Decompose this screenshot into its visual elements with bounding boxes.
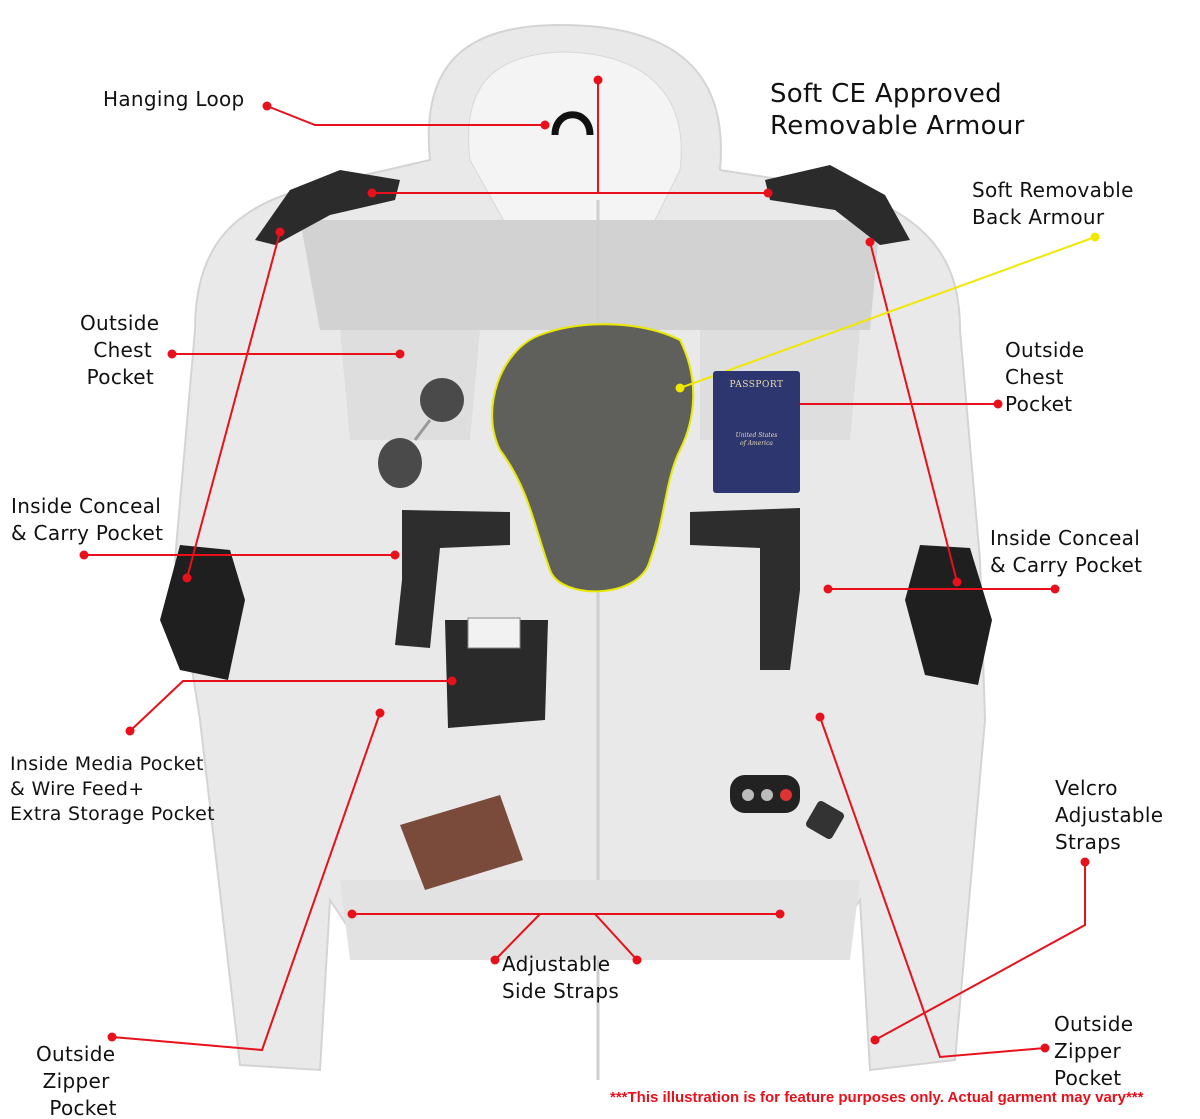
back-armour — [491, 323, 695, 593]
passport-subtitle: United States of America — [735, 432, 778, 447]
disclaimer: ***This illustration is for feature purp… — [610, 1089, 1144, 1106]
shoulder-armour-left — [255, 170, 400, 245]
car-key-icon — [730, 775, 845, 840]
label-outside-zipper-left: Outside Zipper Pocket — [36, 1042, 117, 1119]
passport-title: PASSPORT — [729, 380, 784, 390]
elbow-armour-right — [905, 545, 992, 685]
passport: PASSPORT United States of America — [713, 371, 800, 493]
label-velcro-straps: Velcro Adjustable Straps — [1055, 776, 1164, 854]
label-outside-chest-pocket-right: Outside Chest Pocket — [1005, 338, 1085, 416]
elbow-armour-left — [160, 545, 245, 680]
label-inside-conceal-left: Inside Conceal & Carry Pocket — [11, 494, 164, 545]
label-inside-conceal-right: Inside Conceal & Carry Pocket — [990, 526, 1143, 577]
wallet-icon — [400, 795, 523, 890]
label-soft-ce-armour: Soft CE Approved Removable Armour — [770, 79, 1025, 141]
sunglasses-icon — [378, 378, 464, 488]
label-back-armour: Soft Removable Back Armour — [972, 178, 1134, 229]
label-outside-chest-pocket-left: Outside Chest Pocket — [80, 311, 160, 389]
media-pouch-icon — [445, 617, 548, 728]
label-side-straps: Adjustable Side Straps — [502, 952, 620, 1003]
hanging-loop-icon — [551, 111, 594, 136]
back-armour-callout — [675, 232, 1100, 393]
label-outside-zipper-right: Outside Zipper Pocket — [1054, 1012, 1134, 1090]
shoulder-armour-right — [765, 165, 910, 245]
callout-lines — [84, 80, 1086, 1059]
pistol-right-icon — [690, 508, 800, 670]
label-hanging-loop: Hanging Loop — [103, 87, 245, 111]
pistol-left-icon — [395, 510, 510, 648]
label-media-pocket: Inside Media Pocket & Wire Feed+ Extra S… — [10, 753, 215, 825]
